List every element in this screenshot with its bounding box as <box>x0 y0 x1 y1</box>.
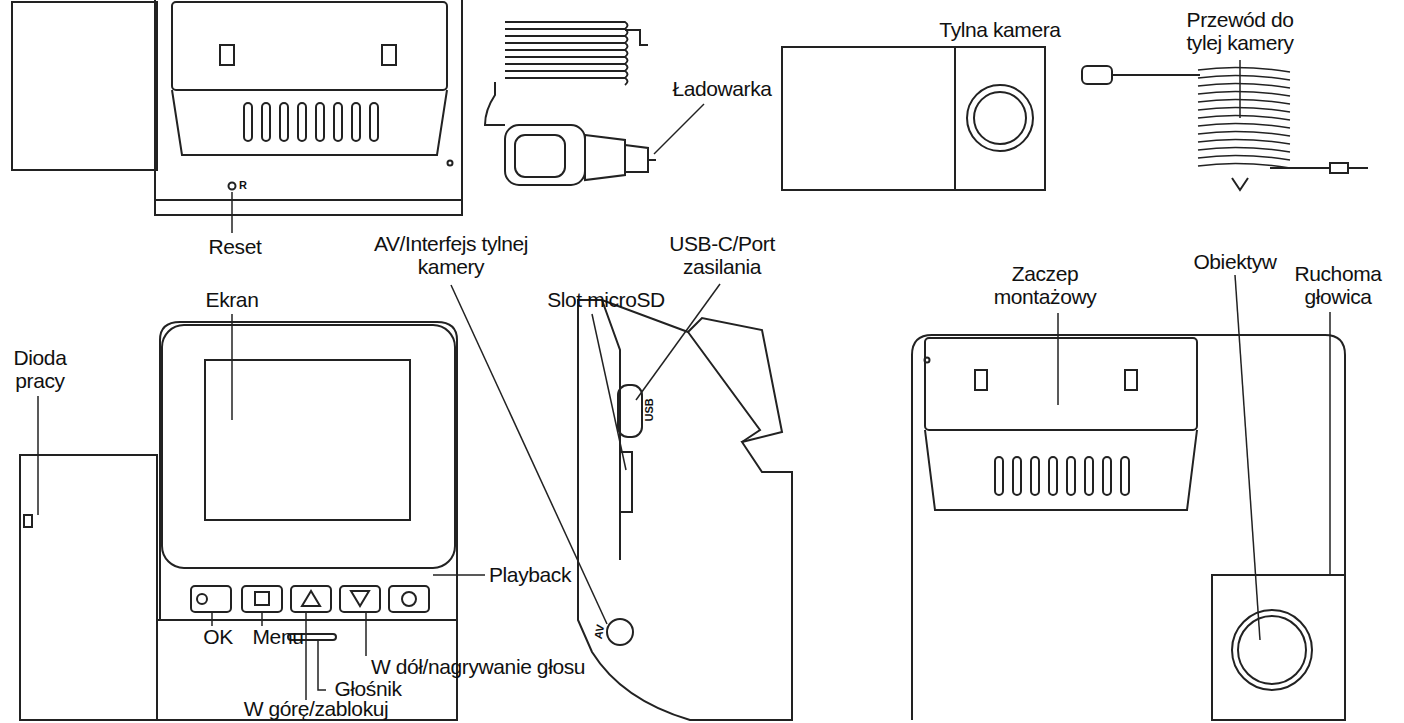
vent-slot <box>370 103 378 141</box>
button-label: OK <box>198 626 238 649</box>
rear-camera-label: Tylna kamera <box>915 19 1085 42</box>
av-port-label: AV/Interfejs tylnej kamery <box>366 233 536 278</box>
button-label: W dół/nagrywanie głosu <box>353 656 603 679</box>
rear-camera <box>782 47 1045 190</box>
cable-coil <box>505 78 628 85</box>
port-mark: AV <box>592 618 608 646</box>
cable-coil <box>1198 115 1290 120</box>
vent-slot <box>1121 457 1129 495</box>
dashcam-mount-view <box>912 335 1345 720</box>
vent-slot <box>244 103 252 141</box>
cable-coil <box>1198 67 1290 72</box>
vent-slot <box>1103 457 1111 495</box>
button-label: Menu <box>246 626 310 649</box>
vent-slot <box>334 103 342 141</box>
reset-mark: R <box>236 180 250 192</box>
button-label: W górę/zablokuj <box>221 698 411 721</box>
cable-label: Przewód do tylej kamery <box>1170 9 1310 54</box>
cable-coil <box>1198 91 1290 96</box>
vent-slot <box>1031 457 1039 495</box>
cable-coil <box>505 36 628 43</box>
vent-slot <box>280 103 288 141</box>
cable-coil <box>1198 83 1290 88</box>
vent-slot <box>262 103 270 141</box>
mount-label: Zaczep montażowy <box>975 263 1115 308</box>
screen-label: Ekran <box>192 289 272 312</box>
vent-slot <box>995 457 1003 495</box>
rear-camera-cable <box>1082 66 1368 190</box>
cable-coil <box>1198 75 1290 80</box>
usb-port-label: USB-C/Port zasilania <box>647 233 797 278</box>
leader-lines <box>38 60 1330 700</box>
vent-slot <box>352 103 360 141</box>
cable-coil <box>1198 99 1290 104</box>
button-label: Playback <box>480 564 580 587</box>
cable-coil <box>1198 123 1290 128</box>
lens-label: Obiektyw <box>1180 251 1290 274</box>
charger-label: Ładowarka <box>657 78 787 101</box>
vent-slot <box>1067 457 1075 495</box>
port-mark: USB <box>644 393 656 427</box>
vent-slot <box>1013 457 1021 495</box>
vent-slot <box>298 103 306 141</box>
vent-slot <box>1085 457 1093 495</box>
cable-coil <box>505 43 628 50</box>
reset-label: Reset <box>195 236 275 259</box>
cable-coil <box>1198 131 1290 136</box>
head-label: Ruchoma głowica <box>1288 263 1388 308</box>
dashcam-side-view <box>578 300 792 720</box>
cable-coil <box>505 57 628 64</box>
vent-slot <box>316 103 324 141</box>
cable-coil <box>505 50 628 57</box>
sd-slot-label: Slot microSD <box>526 289 686 312</box>
cable-coil <box>1198 107 1290 112</box>
charger <box>485 22 656 185</box>
cable-coil <box>1198 155 1290 160</box>
dashcam-back-view <box>12 0 462 215</box>
cable-coil <box>505 29 628 36</box>
vent-slot <box>1049 457 1057 495</box>
cable-coil <box>505 22 628 29</box>
cable-coil <box>1198 139 1290 144</box>
cable-coil <box>505 64 628 71</box>
led-label: Dioda pracy <box>3 347 77 392</box>
cable-coil <box>505 71 628 78</box>
cable-coil <box>1198 147 1290 152</box>
